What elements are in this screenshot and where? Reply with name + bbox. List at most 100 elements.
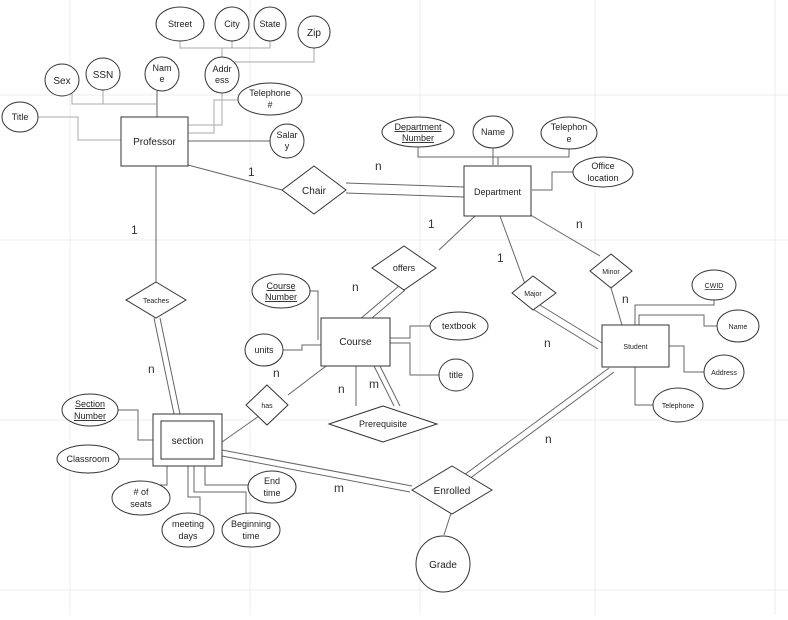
attr-classroom-label: Classroom [66, 454, 109, 464]
attr-address-line2: ess [215, 75, 230, 85]
cardinality-course-has: n [273, 366, 280, 380]
relationship-enrolled-label: Enrolled [434, 486, 471, 497]
attr-course-title[interactable]: title [438, 358, 474, 392]
relationship-enrolled[interactable]: Enrolled [411, 465, 493, 515]
relationship-offers[interactable]: offers [371, 245, 437, 291]
attr-classroom[interactable]: Classroom [56, 444, 120, 474]
relationship-offers-label: offers [393, 263, 416, 273]
attr-office-location-line1: Office [591, 161, 614, 171]
attr-meeting-days-line1: meeting [172, 519, 204, 529]
entity-section[interactable]: section [152, 413, 223, 467]
attr-telephone[interactable]: Telephone # [237, 82, 303, 116]
cardinality-department-offers: 1 [428, 217, 435, 231]
attr-salary-line1: Salar [276, 130, 297, 140]
attr-title-label: Title [12, 112, 29, 122]
attr-course-number[interactable]: Course Number [251, 273, 311, 309]
relationship-chair[interactable]: Chair [281, 165, 347, 215]
attr-salary-line2: y [285, 141, 290, 151]
attr-textbook[interactable]: textbook [429, 311, 489, 341]
relationship-chair-label: Chair [302, 186, 327, 197]
attr-title[interactable]: Title [1, 101, 39, 133]
attr-state-label: State [259, 19, 280, 29]
attr-meeting-days-line2: days [178, 531, 198, 541]
relationship-minor[interactable]: Minor [589, 253, 633, 289]
attr-end-time-line1: End [264, 476, 280, 486]
attr-ssn[interactable]: SSN [85, 57, 121, 91]
attr-address[interactable]: Addr ess [204, 56, 240, 94]
connectors [38, 24, 717, 536]
relationship-has-label: has [261, 403, 273, 410]
attr-student-telephone-label: Telephone [662, 403, 694, 410]
attr-office-location-line2: location [587, 173, 618, 183]
entity-course[interactable]: Course [320, 317, 391, 367]
entity-student[interactable]: Student [601, 324, 670, 368]
attr-course-number-line2: Number [265, 292, 297, 302]
relationship-major-label: Major [524, 291, 542, 298]
attr-city[interactable]: City [214, 6, 250, 42]
attr-department-telephone-line1: Telephon [551, 122, 588, 132]
attr-cwid-label: CWID [705, 283, 724, 290]
relationship-prerequisite-label: Prerequisite [359, 419, 407, 429]
attr-ssn-label: SSN [93, 70, 114, 81]
cardinality-prerequisite-m: m [369, 377, 379, 391]
attr-department-telephone[interactable]: Telephon e [540, 116, 598, 150]
attr-student-name[interactable]: Name [716, 309, 760, 343]
attr-units-label: units [254, 345, 274, 355]
relationship-prerequisite[interactable]: Prerequisite [327, 405, 439, 443]
attr-course-number-line1: Course [266, 281, 295, 291]
attr-department-number-line1: Department [394, 122, 442, 132]
attr-department-number-line2: Number [402, 133, 434, 143]
attr-meeting-days[interactable]: meeting days [161, 512, 215, 548]
attr-office-location[interactable]: Office location [572, 156, 634, 188]
attr-department-name[interactable]: Name [472, 115, 514, 149]
entity-department[interactable]: Department [463, 165, 532, 217]
entity-student-label: Student [623, 344, 647, 351]
attr-department-telephone-line2: e [566, 134, 571, 144]
attr-professor-name[interactable]: Nam e [144, 56, 180, 92]
cardinality-teaches-section: n [148, 362, 155, 376]
attr-cwid[interactable]: CWID [691, 269, 737, 301]
attr-section-number[interactable]: Section Number [61, 393, 119, 427]
attr-course-title-label: title [449, 370, 463, 380]
attr-street-label: Street [168, 19, 193, 29]
attr-end-time-line2: time [263, 488, 280, 498]
attr-zip[interactable]: Zip [297, 15, 331, 49]
attr-street[interactable]: Street [155, 6, 205, 42]
attr-student-telephone[interactable]: Telephone [652, 387, 704, 423]
entity-professor-label: Professor [133, 137, 176, 148]
cardinality-major-student: n [544, 336, 551, 350]
attr-end-time[interactable]: End time [247, 470, 297, 504]
cardinality-offers-course: n [352, 280, 359, 294]
attr-grade[interactable]: Grade [415, 535, 471, 593]
attr-student-address[interactable]: Address [703, 354, 745, 390]
attr-sex[interactable]: Sex [44, 63, 80, 97]
attr-units[interactable]: units [244, 333, 284, 367]
cardinality-department-minor: n [576, 217, 583, 231]
relationship-teaches[interactable]: Teaches [125, 281, 187, 319]
attr-salary[interactable]: Salar y [269, 123, 305, 159]
relationship-minor-label: Minor [602, 269, 620, 276]
attr-grade-label: Grade [429, 560, 457, 571]
cardinality-labels: 1 n 1 n 1 n 1 n n n n n m m n [131, 159, 629, 495]
relationship-major[interactable]: Major [511, 275, 557, 311]
attr-state[interactable]: State [253, 6, 287, 42]
attr-professor-name-line2: e [159, 74, 164, 84]
attr-beginning-time-line1: Beginning [231, 519, 271, 529]
cardinality-professor-chair: 1 [248, 165, 255, 179]
attr-beginning-time[interactable]: Beginning time [221, 512, 281, 548]
attr-beginning-time-line2: time [242, 531, 259, 541]
cardinality-minor-student: n [622, 292, 629, 306]
relationship-has[interactable]: has [245, 384, 289, 426]
relationship-teaches-label: Teaches [143, 298, 170, 305]
attr-telephone-line1: Telephone [249, 88, 291, 98]
cardinality-student-enrolled: n [545, 432, 552, 446]
attr-department-number[interactable]: Department Number [381, 116, 455, 148]
entity-professor[interactable]: Professor [120, 116, 189, 167]
attr-num-seats[interactable]: # of seats [111, 480, 171, 516]
attr-section-number-line1: Section [75, 399, 105, 409]
attr-student-address-label: Address [711, 370, 737, 377]
attr-num-seats-line2: seats [130, 499, 152, 509]
entity-course-label: Course [339, 337, 372, 348]
